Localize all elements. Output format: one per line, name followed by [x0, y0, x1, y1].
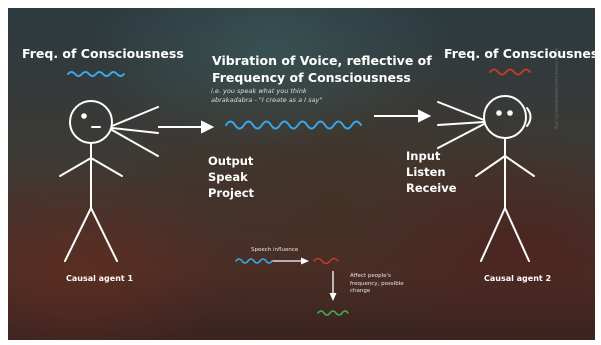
- arrow-down-head: [329, 293, 337, 301]
- title-right: Freq. of Consciousness: [444, 46, 595, 61]
- wave-speech-small: [235, 258, 273, 264]
- input-list: Input Listen Receive: [406, 148, 457, 196]
- head-left: [69, 100, 113, 144]
- ear-right: [526, 107, 532, 127]
- wave-consciousness-right: [489, 68, 531, 76]
- output-item: Output: [208, 154, 254, 168]
- arrow-speech-head: [301, 257, 309, 265]
- ray-out-3: [111, 129, 159, 157]
- eye-left: [81, 113, 87, 119]
- affect-line3: change: [350, 288, 371, 294]
- arrows: [158, 109, 432, 301]
- leg-left-2: [90, 207, 118, 262]
- head-right: [483, 95, 527, 139]
- arm-right-1: [475, 155, 506, 177]
- wave-consciousness-left: [67, 71, 125, 77]
- wave-voice: [225, 120, 362, 130]
- subtitle-line2: abrakadabra - "I create as a I say": [211, 96, 323, 104]
- title-middle: Vibration of Voice, reflective of Freque…: [212, 52, 442, 86]
- arrow-input-head: [418, 109, 432, 123]
- title-middle-line2: Frequency of Consciousness: [212, 70, 411, 85]
- affect-label: Affect people's frequency, possible chan…: [350, 273, 426, 296]
- ray-in-2: [437, 121, 485, 126]
- arm-left-2: [90, 157, 123, 177]
- subtitle: i.e. you speak what you think abrakadabr…: [211, 87, 431, 105]
- agent-label-left: Causal agent 1: [66, 274, 134, 283]
- eye-right-2: [507, 110, 513, 116]
- subtitle-line1: i.e. you speak what you think: [211, 87, 307, 95]
- input-item: Receive: [406, 181, 457, 195]
- watermark: www.consciousnessresearch.org: [553, 48, 559, 129]
- ray-in-1: [437, 101, 485, 121]
- wave-red-small: [313, 257, 339, 265]
- input-item: Listen: [406, 165, 446, 179]
- ray-in-3: [437, 123, 485, 149]
- output-list: Output Speak Project: [208, 153, 254, 201]
- arm-left-1: [59, 157, 92, 177]
- diagram-graphics: [59, 68, 535, 316]
- leg-right-1: [480, 207, 506, 262]
- stick-figure-left: [59, 100, 159, 262]
- affect-line1: Affect people's: [350, 273, 391, 279]
- input-item: Input: [406, 149, 441, 163]
- agent-label-right: Causal agent 2: [484, 274, 552, 283]
- title-left: Freq. of Consciousness: [22, 46, 184, 61]
- output-item: Project: [208, 186, 255, 200]
- arrow-output-head: [201, 120, 215, 134]
- ray-out-2: [111, 127, 159, 134]
- arm-right-2: [504, 155, 535, 177]
- diagram-canvas: Freq. of Consciousness Freq. of Consciou…: [8, 8, 595, 340]
- title-middle-line1: Vibration of Voice, reflective of: [212, 53, 432, 68]
- speech-influence-label: Speech influence: [251, 247, 299, 253]
- affect-line2: frequency, possible: [350, 280, 404, 287]
- leg-left-1: [64, 207, 92, 262]
- eye-right-1: [496, 110, 502, 116]
- leg-right-2: [504, 207, 530, 262]
- wave-green-small: [317, 310, 349, 316]
- output-item: Speak: [208, 170, 248, 184]
- stick-figure-right: [437, 95, 535, 262]
- ray-out-1: [111, 106, 159, 127]
